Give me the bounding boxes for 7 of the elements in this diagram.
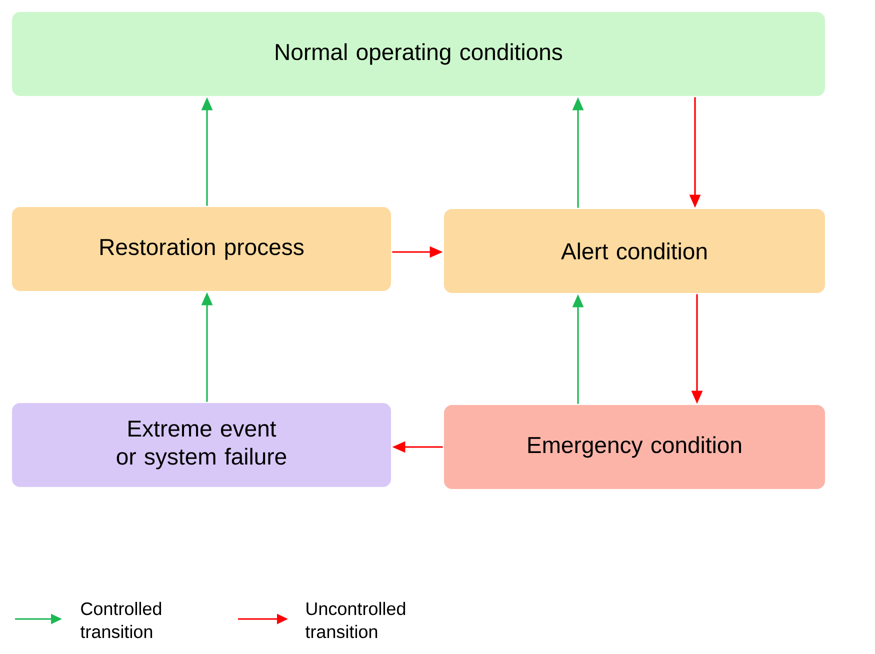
state-box: Restoration process bbox=[12, 207, 391, 291]
legend-text: Uncontrolled transition bbox=[305, 602, 406, 638]
legend-text: Controlled transition bbox=[80, 602, 162, 638]
state-box: Alert condition bbox=[444, 209, 825, 293]
state-box: Emergency condition bbox=[444, 405, 825, 489]
state-box: Normal operating conditions bbox=[12, 12, 825, 96]
state-box: Extreme event or system failure bbox=[12, 403, 391, 487]
